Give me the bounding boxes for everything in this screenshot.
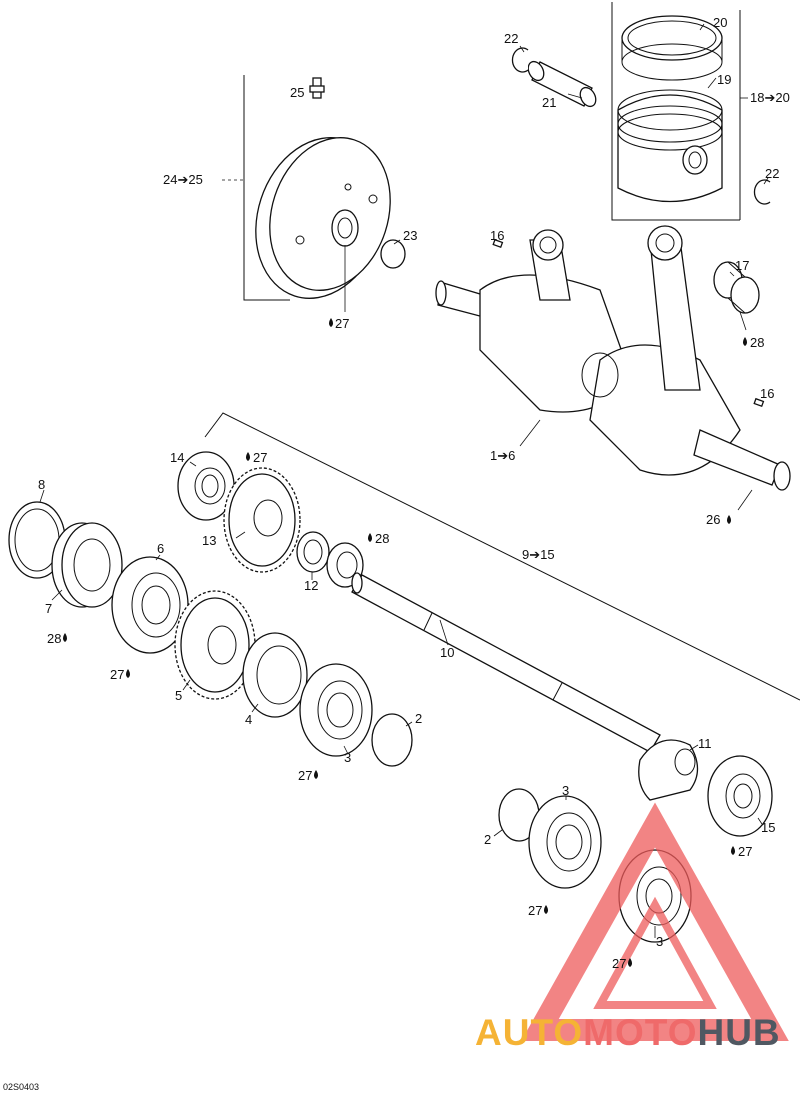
oil-drop-icon: [63, 633, 67, 642]
callout-3-b: 3: [562, 783, 569, 798]
oil-seal-7: [51, 522, 123, 608]
oil-drop-icon: [314, 770, 318, 779]
callout-25: 25: [290, 85, 304, 100]
oil-drop-icons: [63, 318, 747, 967]
retaining-ring-23: [380, 239, 406, 269]
callout-21: 21: [542, 95, 556, 110]
watermark-text: AUTOMOTOHUB: [475, 1012, 781, 1054]
callout-9-15: 9➔15: [522, 547, 555, 562]
callout-22-right: 22: [765, 166, 779, 181]
watermark-part-moto: MOTO: [583, 1012, 698, 1053]
flywheel-bracket: [222, 75, 290, 301]
watermark-part-hub: HUB: [697, 1012, 781, 1053]
oil-drop-icon: [126, 669, 130, 678]
key-16-top: [492, 238, 504, 249]
needle-bearing-17: [713, 261, 760, 314]
callout-24-25: 24➔25: [163, 172, 203, 187]
callout-19: 19: [717, 72, 731, 87]
balancer-shaft-bracket: [204, 412, 800, 701]
watermark-part-auto: AUTO: [475, 1012, 584, 1053]
bearing-3a: [299, 663, 373, 757]
oil-drop-icon: [544, 905, 548, 914]
callout-2-b: 2: [484, 832, 491, 847]
callout-28-c: 28: [47, 631, 61, 646]
circlip-2a: [371, 713, 413, 767]
callout-3-c: 3: [656, 934, 663, 949]
callout-14: 14: [170, 450, 184, 465]
callout-4: 4: [245, 712, 252, 727]
callout-2-a: 2: [415, 711, 422, 726]
callout-16-right: 16: [760, 386, 774, 401]
callout-27-b: 27: [253, 450, 267, 465]
washer-4: [242, 632, 308, 718]
oil-drop-icon: [743, 337, 747, 346]
callout-27-e: 27: [738, 844, 752, 859]
bearing-15: [707, 755, 773, 837]
callout-10: 10: [440, 645, 454, 660]
callout-1-6: 1➔6: [490, 448, 515, 463]
balancer-weight-11: [638, 739, 699, 801]
callout-5: 5: [175, 688, 182, 703]
callout-labels: 20 22 21 19 18➔20 22 25 24➔25 23 27 16 1…: [38, 15, 790, 971]
callout-18-20: 18➔20: [750, 90, 790, 105]
callout-12: 12: [304, 578, 318, 593]
callout-28-b: 28: [375, 531, 389, 546]
callout-7: 7: [45, 601, 52, 616]
bearing-3b: [528, 795, 602, 889]
callout-27-g: 27: [612, 956, 626, 971]
grease-fitting: [309, 77, 325, 99]
callout-26: 26: [706, 512, 720, 527]
callout-27-c: 27: [110, 667, 124, 682]
callout-22-top: 22: [504, 31, 518, 46]
circlip-right: [753, 179, 771, 205]
callout-27-d: 27: [298, 768, 312, 783]
gear-13: [223, 467, 301, 573]
gear-5: [174, 590, 256, 700]
wrist-pin: [527, 60, 597, 108]
callout-27-flywheel: 27: [335, 316, 349, 331]
oil-drop-icon: [731, 846, 735, 855]
bearing-6: [111, 556, 189, 654]
callout-3-a: 3: [344, 750, 351, 765]
piston-group-bracket: [611, 2, 748, 221]
callout-27-f: 27: [528, 903, 542, 918]
callout-15: 15: [761, 820, 775, 835]
piston-ring: [621, 15, 723, 81]
oil-drop-icon: [628, 958, 632, 967]
oil-drop-icon: [368, 533, 372, 542]
callout-16-top: 16: [490, 228, 504, 243]
callout-11: 11: [698, 736, 712, 751]
drawing-code: 02S0403: [3, 1082, 40, 1092]
callout-6: 6: [157, 541, 164, 556]
piston: [617, 89, 723, 203]
callout-28-crank: 28: [750, 335, 764, 350]
leader-lines: [39, 23, 769, 938]
crankshaft: [435, 225, 791, 491]
oil-drop-icon: [329, 318, 333, 327]
callout-20: 20: [713, 15, 727, 30]
key-16-right: [753, 397, 765, 408]
flywheel: [255, 137, 391, 299]
circlip-top: [511, 47, 529, 73]
oil-drop-icon: [246, 452, 250, 461]
watermark-logo: [521, 802, 789, 1041]
oil-drop-icon: [727, 515, 731, 524]
callout-8: 8: [38, 477, 45, 492]
callout-17: 17: [735, 258, 749, 273]
callout-13: 13: [202, 533, 216, 548]
callout-23: 23: [403, 228, 417, 243]
